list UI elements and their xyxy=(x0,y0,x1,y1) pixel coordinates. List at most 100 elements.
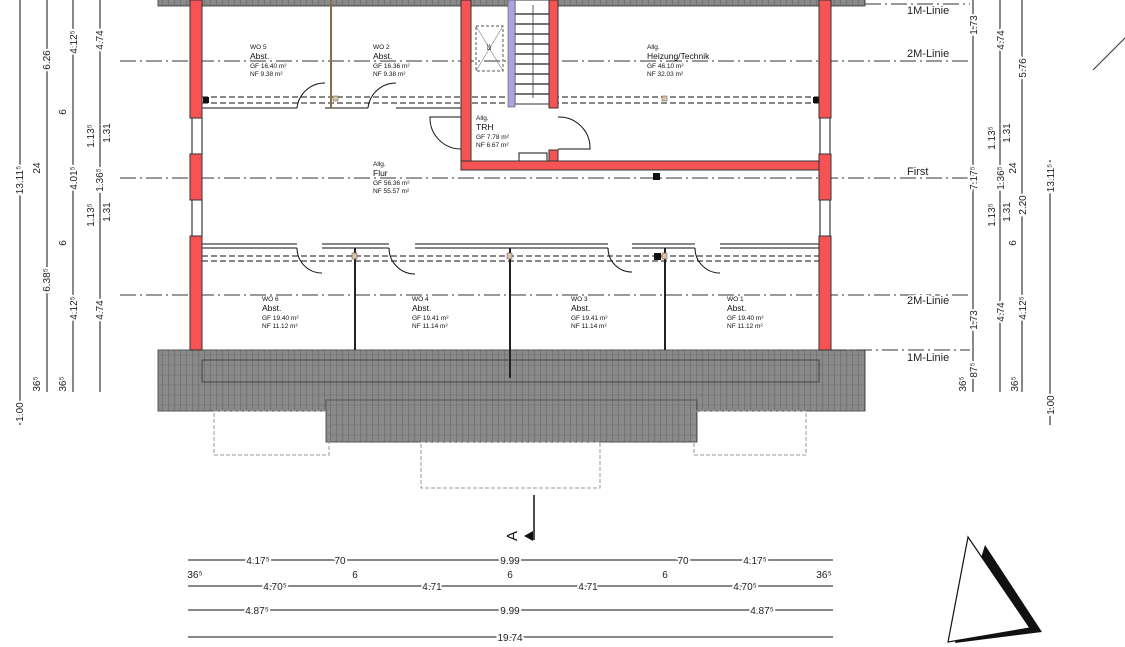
svg-text:GF 16.36 m²: GF 16.36 m² xyxy=(373,63,410,70)
svg-text:WO 5: WO 5 xyxy=(250,44,267,51)
svg-text:4.74: 4.74 xyxy=(95,30,106,50)
svg-text:6: 6 xyxy=(1008,240,1019,246)
svg-text:1.31: 1.31 xyxy=(102,202,113,222)
staircase: EF xyxy=(475,0,551,108)
svg-text:NF 55.57 m²: NF 55.57 m² xyxy=(373,188,410,195)
svg-text:1.13⁵: 1.13⁵ xyxy=(86,203,97,227)
svg-text:NF 11.14 m²: NF 11.14 m² xyxy=(412,323,448,330)
svg-text:Abst.: Abst. xyxy=(412,303,431,313)
svg-text:1.73: 1.73 xyxy=(969,310,980,330)
svg-text:6: 6 xyxy=(58,109,69,115)
svg-text:Allg.: Allg. xyxy=(373,161,386,168)
dimensions-right: 1.73 7.17⁵ 1.73 87⁵ 36⁵ 4.74 1.13⁵ 1.31 … xyxy=(956,0,1059,425)
svg-text:Allg.: Allg. xyxy=(476,115,489,122)
svg-text:GF 16.40 m²: GF 16.40 m² xyxy=(250,63,287,70)
svg-text:GF 56.36 m²: GF 56.36 m² xyxy=(373,180,410,187)
svg-text:4.17⁵: 4.17⁵ xyxy=(246,556,270,567)
svg-text:4.70⁵: 4.70⁵ xyxy=(263,582,287,593)
svg-text:NF 32.03 m²: NF 32.03 m² xyxy=(647,71,684,78)
svg-text:1.36⁵: 1.36⁵ xyxy=(996,166,1007,190)
stair-label: EF xyxy=(487,44,493,50)
svg-text:70: 70 xyxy=(334,556,346,567)
svg-text:GF 19.41 m²: GF 19.41 m² xyxy=(571,315,608,322)
svg-text:4.87⁵: 4.87⁵ xyxy=(245,606,269,617)
line-label-2m-top: 2M-Linie xyxy=(907,48,949,60)
svg-text:NF 11.14 m²: NF 11.14 m² xyxy=(571,323,607,330)
svg-text:87⁵: 87⁵ xyxy=(969,362,980,377)
svg-text:NF 9.38 m²: NF 9.38 m² xyxy=(250,71,283,78)
svg-text:NF 9.38 m²: NF 9.38 m² xyxy=(373,71,406,78)
svg-text:WO 1: WO 1 xyxy=(727,296,744,303)
svg-text:9.99: 9.99 xyxy=(500,606,520,617)
svg-text:GF 7.78 m²: GF 7.78 m² xyxy=(476,134,510,141)
svg-text:6: 6 xyxy=(58,240,69,246)
svg-text:NF 11.12 m²: NF 11.12 m² xyxy=(262,323,298,330)
line-label-1m-bottom: 1M-Linie xyxy=(907,352,949,364)
svg-text:Abst.: Abst. xyxy=(262,303,281,313)
svg-text:4.17⁵: 4.17⁵ xyxy=(743,556,767,567)
svg-text:4.12⁵: 4.12⁵ xyxy=(69,30,80,54)
line-label-2m-bottom: 2M-Linie xyxy=(907,295,949,307)
svg-text:4.74: 4.74 xyxy=(95,300,106,320)
interior-walls xyxy=(202,0,819,378)
svg-text:GF 19.40 m²: GF 19.40 m² xyxy=(727,315,764,322)
svg-text:4.74: 4.74 xyxy=(996,302,1007,322)
svg-text:NF 11.12 m²: NF 11.12 m² xyxy=(727,323,763,330)
svg-text:1.00: 1.00 xyxy=(15,402,26,422)
svg-text:4.71: 4.71 xyxy=(422,582,442,593)
svg-text:1.13⁵: 1.13⁵ xyxy=(987,203,998,227)
svg-text:36⁵: 36⁵ xyxy=(958,376,969,391)
dimensions-left: 13.11⁵ 1.00 6.26 24 6.38⁵ 36⁵ 4.12⁵ 6 4.… xyxy=(13,0,115,425)
svg-text:1.00: 1.00 xyxy=(1046,395,1057,415)
svg-text:WO 2: WO 2 xyxy=(373,44,390,51)
svg-text:36⁵: 36⁵ xyxy=(58,376,69,391)
svg-text:WO 3: WO 3 xyxy=(571,296,588,303)
svg-text:1.13⁵: 1.13⁵ xyxy=(987,126,998,150)
svg-text:1.36⁵: 1.36⁵ xyxy=(95,168,106,192)
svg-text:6.26: 6.26 xyxy=(42,50,53,70)
svg-text:NF 6.67 m²: NF 6.67 m² xyxy=(476,142,509,149)
svg-text:6: 6 xyxy=(352,570,358,581)
svg-text:36⁵: 36⁵ xyxy=(32,376,43,391)
roof-bottom xyxy=(157,349,866,443)
svg-text:4.74: 4.74 xyxy=(996,30,1007,50)
svg-text:9.99: 9.99 xyxy=(500,556,520,567)
svg-text:5.76: 5.76 xyxy=(1018,58,1029,78)
svg-text:19.74: 19.74 xyxy=(497,633,522,644)
svg-text:4.12⁵: 4.12⁵ xyxy=(69,296,80,320)
line-label-1m-top: 1M-Linie xyxy=(907,5,949,17)
svg-text:TRH: TRH xyxy=(476,122,493,132)
svg-text:Abst.: Abst. xyxy=(250,51,269,61)
dormer-outlines xyxy=(213,410,807,489)
svg-text:1.31: 1.31 xyxy=(102,123,113,143)
svg-text:4.87⁵: 4.87⁵ xyxy=(750,606,774,617)
walls xyxy=(189,0,832,351)
svg-text:A: A xyxy=(504,531,521,541)
site-boundary-line xyxy=(1092,37,1125,71)
svg-text:Abst.: Abst. xyxy=(727,303,746,313)
svg-text:GF 19.41 m²: GF 19.41 m² xyxy=(412,315,449,322)
svg-text:GF 19.40 m²: GF 19.40 m² xyxy=(262,315,299,322)
north-arrow-icon xyxy=(947,535,1042,643)
svg-text:4.01⁵: 4.01⁵ xyxy=(69,166,80,190)
doors xyxy=(296,82,721,275)
svg-text:1.13⁵: 1.13⁵ xyxy=(86,124,97,148)
svg-text:1.31: 1.31 xyxy=(1002,123,1013,143)
svg-text:6: 6 xyxy=(507,570,513,581)
svg-text:70: 70 xyxy=(677,556,689,567)
svg-text:Heizung/Technik: Heizung/Technik xyxy=(647,51,710,61)
svg-text:Flur: Flur xyxy=(373,168,388,178)
svg-text:WO 4: WO 4 xyxy=(412,296,429,303)
svg-text:Abst.: Abst. xyxy=(571,303,590,313)
windows xyxy=(191,117,831,237)
line-label-first: First xyxy=(907,166,928,178)
svg-text:13.11⁵: 13.11⁵ xyxy=(15,166,26,194)
